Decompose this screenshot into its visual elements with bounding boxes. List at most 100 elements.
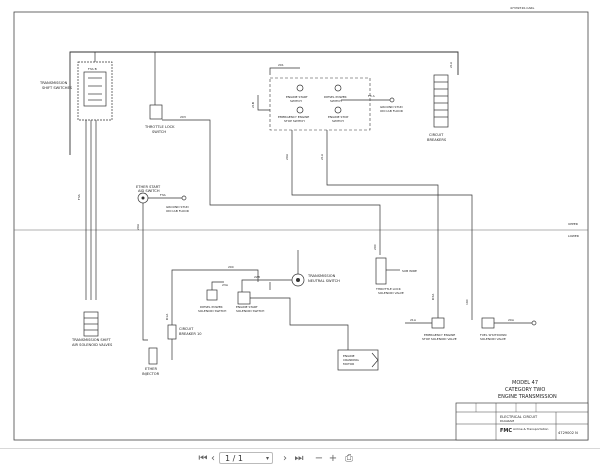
engine-start-solenoid-label-2: SOLENOID SWITCH	[236, 309, 264, 313]
diesel-power-solenoid-label-2: SOLENOID SWITCH	[198, 309, 226, 313]
wire-id: 20A	[285, 153, 289, 160]
ether-injector-label-1: ETHER	[145, 367, 157, 371]
next-page-icon[interactable]: ›	[283, 453, 287, 464]
wire	[211, 281, 224, 290]
ground-stud-label-2: ON CAB FLOOR	[380, 109, 403, 113]
zoom-out-icon[interactable]: −	[314, 453, 324, 464]
wire-id: 21A	[320, 153, 324, 160]
wire	[257, 95, 270, 111]
ground-stud-2	[181, 195, 187, 201]
circuit-breakers-label-2: BREAKERS	[427, 138, 447, 142]
circuit-breakers	[433, 74, 449, 128]
drawing-number: 4729002 N	[558, 431, 578, 435]
page-selector[interactable]: 1 / 1 ▾	[219, 452, 273, 464]
wire-id: 19C	[465, 299, 469, 305]
engine-stop-switch-label-1: ENGINE STOP	[328, 115, 349, 119]
title-line-1: ELECTRICAL CIRCUIT	[500, 415, 538, 419]
wire	[142, 203, 148, 341]
throttle-lock-solenoid	[375, 257, 387, 285]
wire	[241, 279, 292, 292]
wiring-diagram: 47339720-CARL UPPER LOWER TRANSMISSION S…	[13, 6, 589, 441]
diesel-power-switch-label-1: DIESEL POWER	[324, 95, 347, 99]
neutral-switch-label-2: NEUTRAL SWITCH	[308, 279, 340, 283]
schematic-sheet: 47339720-CARL UPPER LOWER TRANSMISSION S…	[13, 6, 589, 441]
engine-stop-switch-label-2: SWITCH	[332, 119, 344, 123]
neutral-switch-label-1: TRANSMISSION	[307, 274, 336, 278]
emergency-stop-switch	[296, 106, 304, 114]
page-indicator: 1 / 1	[225, 454, 243, 463]
wire	[171, 269, 259, 330]
wire-id: F3A	[77, 193, 81, 200]
company-sub: Airline & Transportation	[513, 427, 549, 431]
diesel-power-switch-label-2: SWITCH	[330, 99, 342, 103]
wire	[326, 130, 439, 318]
emergency-stop-solenoid	[431, 317, 445, 329]
zoom-in-icon[interactable]: +	[328, 453, 338, 464]
title-line-2: DIAGRAM	[500, 419, 515, 423]
cranking-motor-label-3: MOTOR	[343, 362, 354, 366]
wire	[269, 67, 300, 75]
last-page-icon[interactable]: ⏭	[294, 453, 304, 464]
prev-page-icon[interactable]: ‹	[211, 453, 215, 464]
motor-symbol	[371, 352, 379, 368]
pdf-viewer-toolbar: ⏮ ‹ 1 / 1 ▾ › ⏭ − + ⎙	[0, 448, 600, 467]
throttle-lock-switch-label-1: THROTTLE LOCK	[144, 125, 175, 129]
model-line-1: MODEL 47	[512, 380, 538, 386]
circuit-breaker-10-label-2: BREAKER 10	[179, 332, 202, 336]
throttle-lock-solenoid-label-2: SOLENOID VALVE	[378, 291, 404, 295]
throttle-lock-switch-label-2: SWITCH	[152, 130, 166, 134]
first-page-icon[interactable]: ⏮	[198, 453, 208, 464]
ether-injector	[148, 347, 158, 365]
wire-id: 21B	[251, 102, 255, 108]
wire-id: F3A B	[88, 67, 97, 71]
emergency-stop-solenoid-label-2: STOP SOLENOID VALVE	[422, 337, 457, 341]
ground-stud-2-label-1: GROUND STUD	[166, 205, 189, 209]
fuel-shutdown-solenoid-label-1: FUEL SHUTDOWN	[480, 333, 507, 337]
diesel-power-solenoid-label-1: DIESEL POWER	[200, 305, 223, 309]
control-switch-panel	[269, 77, 371, 131]
sub-wire-label: SUB WIRE	[402, 269, 417, 273]
wire-id: 22B	[254, 275, 260, 279]
wire	[162, 119, 381, 255]
engine-stop-switch	[334, 106, 342, 114]
wire-id: D1A	[165, 313, 169, 320]
print-icon[interactable]: ⎙	[345, 453, 353, 464]
circuit-breaker-10	[167, 324, 177, 340]
throttle-lock-solenoid-label-1: THROTTLE LOCK	[375, 287, 402, 291]
emergency-stop-switch-label-1: EMERGENCY ENGINE	[278, 115, 309, 119]
wire-id: 201	[278, 63, 284, 67]
region-lower: LOWER	[568, 234, 579, 238]
cranking-motor-label-2: CRANKING	[343, 358, 359, 362]
wire	[250, 297, 349, 350]
wire-id: F3A	[160, 193, 167, 197]
main-bus-wire	[69, 51, 459, 155]
region-upper: UPPER	[568, 222, 578, 226]
ground-stud-2-label-2: ON CAB FLOOR	[166, 209, 189, 213]
sheet-border	[13, 11, 589, 441]
fuel-shutdown-solenoid-label-2: SOLENOID VALVE	[480, 337, 506, 341]
ground-stud-label-1: GROUND STUD	[380, 105, 403, 109]
company-logo: FMC	[500, 428, 512, 434]
wire-id: F3 A	[368, 94, 376, 98]
ground-stud-3	[531, 320, 537, 326]
header-ref: 47339720-CARL	[510, 6, 535, 10]
model-line-2: CATEGORY TWO	[505, 387, 545, 393]
fuel-shutdown-solenoid	[481, 317, 495, 329]
switch-block	[83, 71, 107, 107]
engine-start-switch-label-2: SWITCH	[290, 99, 302, 103]
ground-stud	[389, 97, 395, 103]
ether-start-label-1: ETHER START	[136, 185, 161, 189]
wire-id: 203	[180, 115, 186, 119]
transmission-shift-switches-label-2: SHIFT SWITCHES	[42, 86, 73, 90]
title-block	[455, 402, 589, 441]
circuit-breakers-label-1: CIRCUIT	[429, 133, 444, 137]
model-line-3: ENGINE TRANSMISSION	[498, 394, 557, 400]
wire-id: 20C	[373, 244, 377, 250]
wire-id: 20A	[508, 318, 515, 322]
diesel-power-solenoid	[206, 289, 218, 301]
wire	[291, 130, 473, 320]
circuit-breaker-10-label-1: CIRCUIT	[179, 327, 194, 331]
emergency-stop-switch-label-2: STOP SWITCH	[284, 119, 305, 123]
wire-id: 23A	[222, 283, 229, 287]
wire-id: 21A	[410, 318, 417, 322]
